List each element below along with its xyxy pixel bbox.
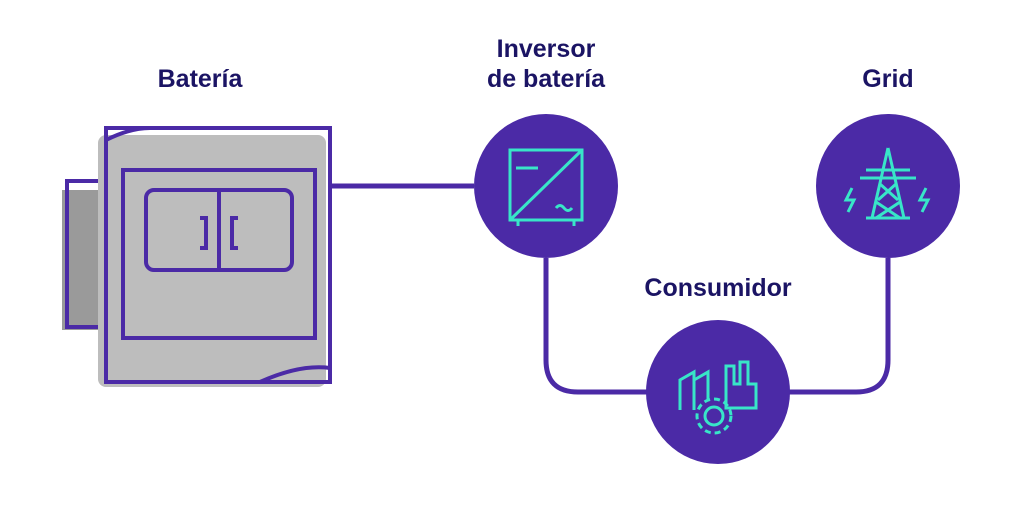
- grid-label: Grid: [862, 65, 914, 93]
- battery-unit: [62, 126, 332, 387]
- battery-front-panel: [121, 168, 317, 340]
- consumer-label: Consumidor: [644, 274, 792, 302]
- inverter-icon: [508, 148, 584, 226]
- factory-gear-icon: [678, 360, 758, 435]
- grid-node: [816, 114, 960, 258]
- battery-body-outline: [104, 126, 332, 384]
- inverter-node: [474, 114, 618, 258]
- consumer-grid-link: [786, 258, 891, 395]
- transmission-tower-icon: [843, 147, 931, 220]
- connector-lines: [332, 183, 891, 395]
- battery-label: Batería: [157, 65, 243, 93]
- battery-handle-right: [230, 216, 238, 250]
- battery-top-curve: [105, 126, 151, 142]
- battery-bottom-curve: [259, 365, 331, 384]
- battery-body-shadow: [98, 135, 326, 387]
- inverter-label-line1: Inversor: [496, 35, 596, 63]
- battery-handle-left: [200, 216, 208, 250]
- inverter-label-line2: de batería: [486, 65, 606, 93]
- inverter-consumer-link: [543, 258, 650, 395]
- consumer-node: [646, 320, 790, 464]
